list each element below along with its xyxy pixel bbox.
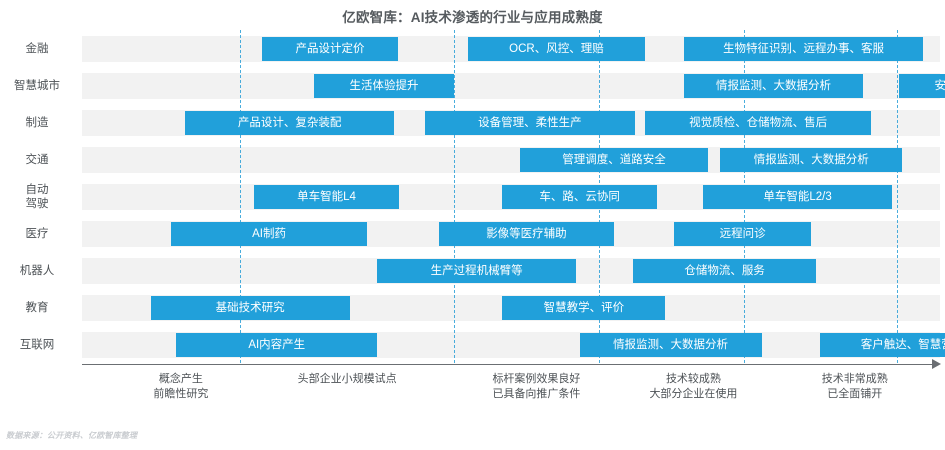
- y-label-智慧城市: 智慧城市: [14, 79, 60, 92]
- y-label-交通: 交通: [25, 153, 49, 166]
- y-label-教育: 教育: [25, 301, 49, 314]
- bar-机器人-1[interactable]: 生产过程机械臂等: [377, 258, 577, 283]
- bar-医疗-1[interactable]: AI制药: [171, 221, 367, 246]
- bar-智慧城市-2[interactable]: 情报监测、大数据分析: [684, 73, 863, 98]
- bar-机器人-2[interactable]: 仓储物流、服务: [632, 258, 817, 283]
- bar-医疗-2[interactable]: 影像等医疗辅助: [438, 221, 614, 246]
- bar-制造-1[interactable]: 产品设计、复杂装配: [184, 110, 395, 135]
- bar-医疗-3[interactable]: 远程问诊: [674, 221, 812, 246]
- bar-制造-2[interactable]: 设备管理、柔性生产: [425, 110, 635, 135]
- bar-制造-3[interactable]: 视觉质检、仓储物流、售后: [644, 110, 872, 135]
- x-stage-label-4: 技术较成熟大部分企业在使用: [649, 373, 738, 400]
- x-stage-label-2: 头部企业小规模试点: [297, 373, 397, 385]
- bar-交通-1[interactable]: 管理调度、道路安全: [519, 147, 709, 172]
- bar-金融-2[interactable]: OCR、风控、理赔: [468, 36, 645, 61]
- y-label-机器人: 机器人: [19, 264, 55, 277]
- bar-智慧城市-3[interactable]: 安防: [898, 73, 945, 98]
- x-stage-label-5: 技术非常成熟已全面铺开: [821, 373, 888, 400]
- x-stage-label-3: 标杆案例效果良好已具备向推广条件: [492, 373, 581, 400]
- y-label-自动驾驶: 自动驾驶: [25, 183, 49, 210]
- x-axis-arrow-icon: [932, 359, 941, 369]
- bar-智慧城市-1[interactable]: 生活体验提升: [313, 73, 455, 98]
- bar-金融-3[interactable]: 生物特征识别、远程办事、客服: [684, 36, 923, 61]
- y-label-金融: 金融: [25, 42, 49, 55]
- bar-自动驾驶-2[interactable]: 车、路、云协同: [502, 184, 657, 209]
- bar-互联网-1[interactable]: AI内容产生: [176, 332, 378, 357]
- y-label-互联网: 互联网: [19, 338, 55, 351]
- x-stage-label-1: 概念产生前瞻性研究: [153, 373, 209, 400]
- bar-自动驾驶-1[interactable]: 单车智能L4: [253, 184, 400, 209]
- y-label-制造: 制造: [25, 116, 49, 129]
- y-label-医疗: 医疗: [25, 227, 49, 240]
- bar-互联网-2[interactable]: 情报监测、大数据分析: [579, 332, 762, 357]
- bar-教育-2[interactable]: 智慧教学、评价: [502, 295, 666, 320]
- x-axis-line: [82, 364, 934, 366]
- bar-金融-1[interactable]: 产品设计定价: [262, 36, 398, 61]
- bar-交通-2[interactable]: 情报监测、大数据分析: [720, 147, 903, 172]
- stage-divider-2: [454, 30, 456, 363]
- stage-divider-1: [239, 30, 241, 363]
- chart-title: 亿欧智库：AI技术渗透的行业与应用成熟度: [342, 10, 603, 25]
- stage-divider-5: [897, 30, 899, 363]
- source-note: 数据来源：公开资料、亿欧智库整理: [6, 431, 138, 440]
- bar-自动驾驶-3[interactable]: 单车智能L2/3: [703, 184, 892, 209]
- bar-互联网-3[interactable]: 客户触达、智慧营销: [819, 332, 945, 357]
- bar-教育-1[interactable]: 基础技术研究: [150, 295, 350, 320]
